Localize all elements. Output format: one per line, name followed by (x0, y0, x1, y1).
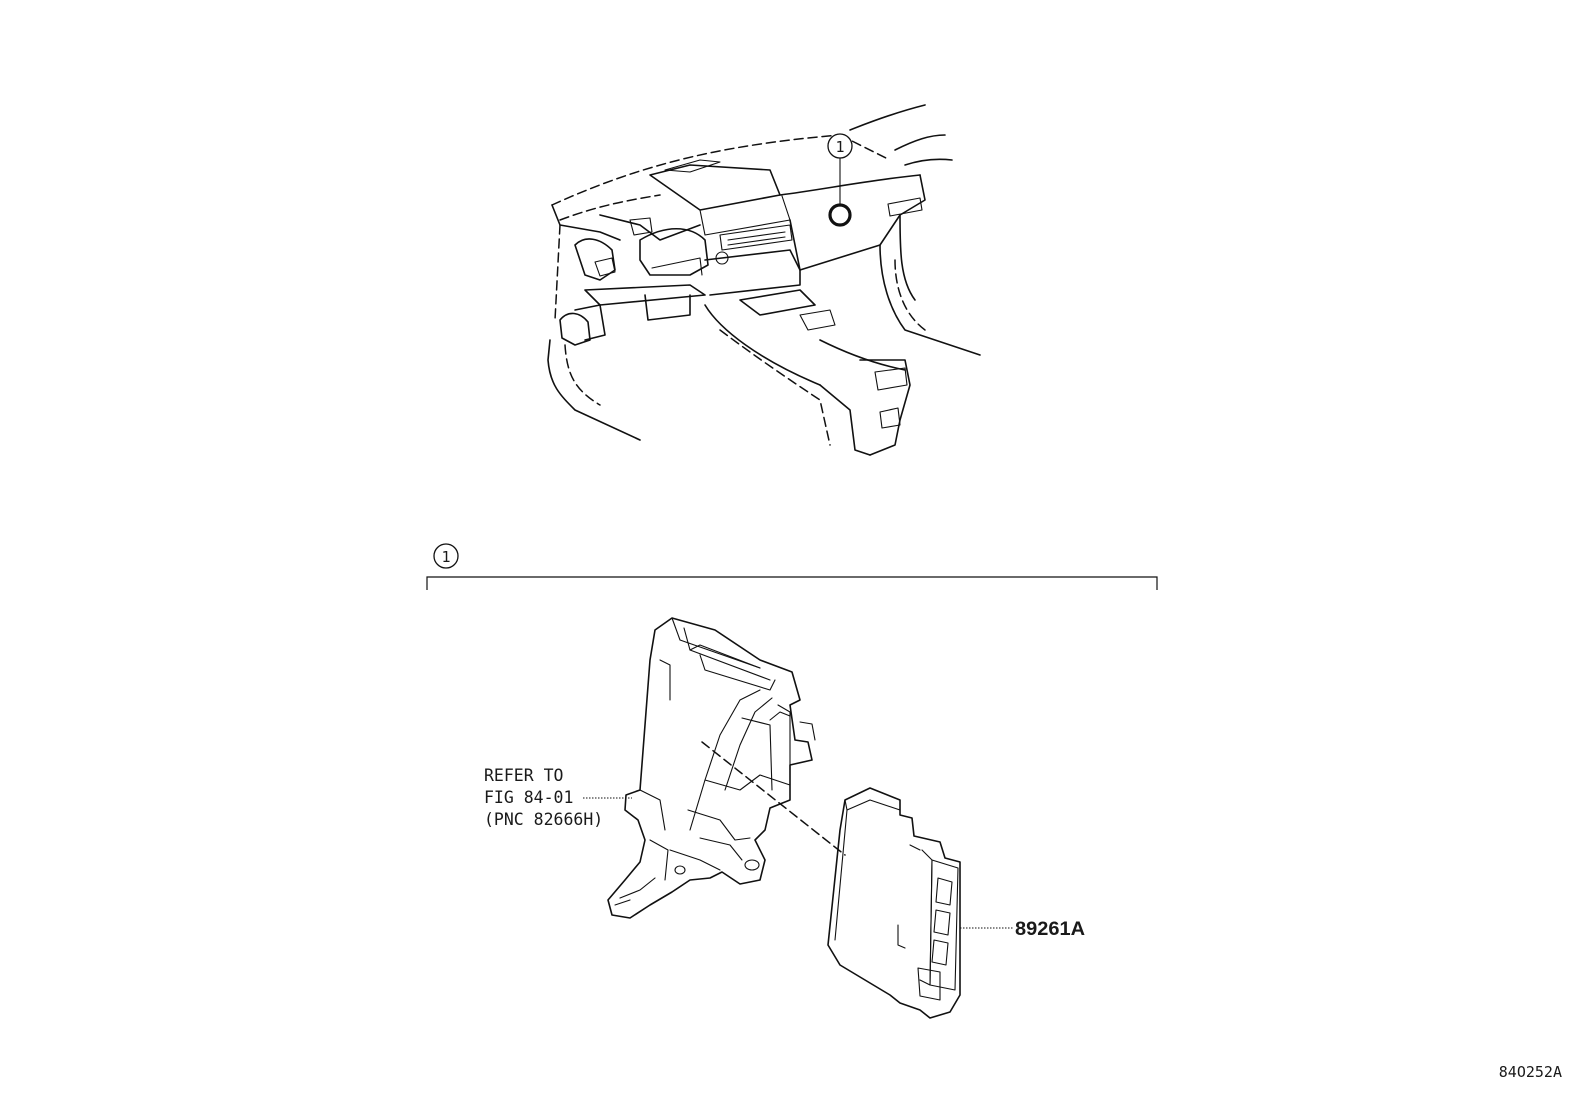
location-callout: 1 (827, 133, 853, 227)
callout-number-top: 1 (835, 138, 844, 156)
part-number-89261a[interactable]: 89261A (1015, 919, 1085, 940)
refer-to-label: REFER TO FIG 84-01 (PNC 82666H) (484, 766, 632, 829)
dashboard-overview-illustration (547, 104, 981, 456)
bracket-illustration (607, 617, 816, 919)
detail-section: 1 (426, 543, 1158, 590)
location-marker-icon (828, 203, 852, 227)
figure-code: 84O252A (1499, 1063, 1562, 1081)
callout-circle-top (827, 133, 853, 159)
ecu-module-illustration (827, 787, 961, 1019)
part-number-label: 89261A (960, 919, 1085, 940)
detail-bracket (426, 576, 1158, 590)
refer-label-line-2: FIG 84-01 (484, 788, 573, 807)
callout-number-detail: 1 (441, 548, 450, 566)
refer-label-line-1: REFER TO (484, 766, 563, 785)
refer-label-line-3: (PNC 82666H) (484, 810, 603, 829)
callout-circle-detail (433, 543, 459, 569)
installation-line (701, 741, 846, 856)
